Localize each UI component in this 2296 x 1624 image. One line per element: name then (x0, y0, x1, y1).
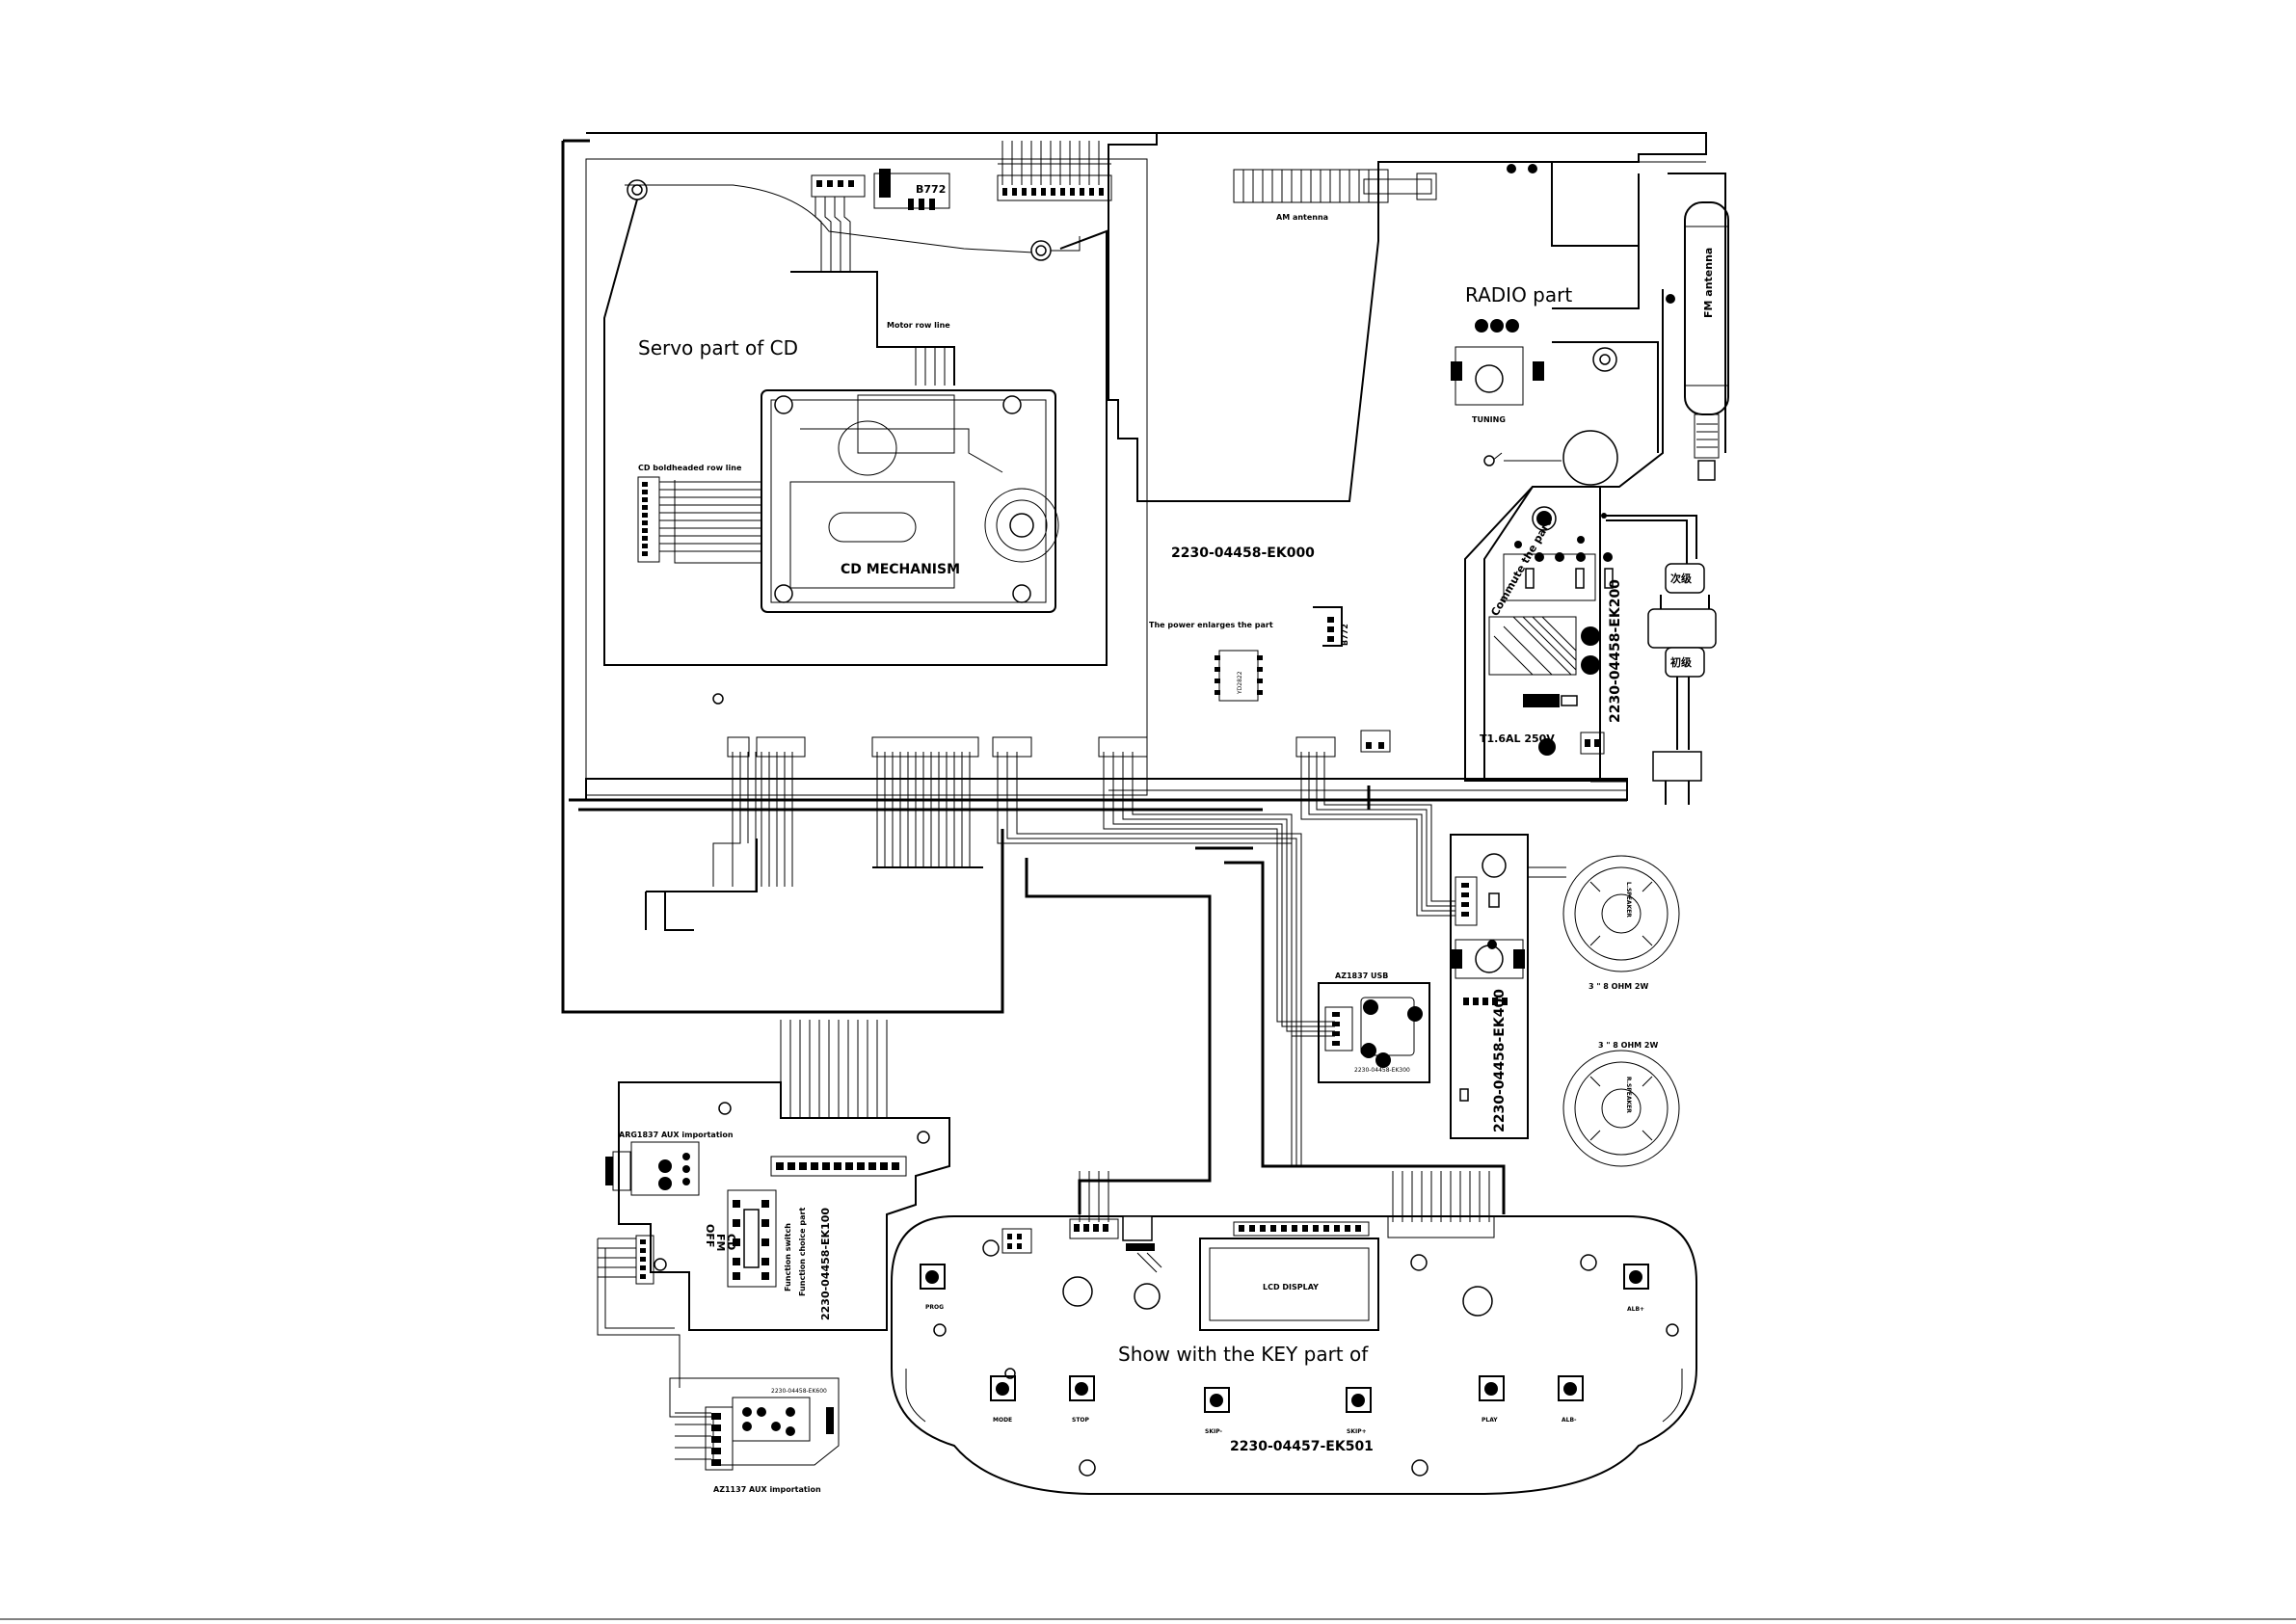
motor-row-line-label: Motor row line (887, 321, 950, 330)
b772-top-label: B772 (916, 183, 946, 196)
volume-board: 2230-04458-EK400 (1450, 834, 1529, 1139)
power-board-id: 2230-04458-EK200 (1608, 579, 1623, 723)
key-prog[interactable]: PROG (920, 1264, 946, 1311)
usb-board-label: AZ1837 USB (1335, 972, 1388, 980)
switch-off: OFF (704, 1224, 716, 1247)
radio-part-label: RADIO part (1465, 283, 1572, 306)
speaker-right: R.SPEAKER 3 " 8 OHM 2W (1562, 1041, 1680, 1167)
key-mode[interactable]: MODE (990, 1375, 1016, 1424)
svg-text:STOP: STOP (1072, 1417, 1090, 1424)
key-stop[interactable]: STOP (1069, 1375, 1095, 1424)
svg-text:PLAY: PLAY (1482, 1417, 1498, 1424)
key-board-id: 2230-04457-EK501 (1230, 1439, 1374, 1454)
tuning-label: TUNING (1472, 415, 1506, 424)
svg-text:2230-04458-EK600: 2230-04458-EK600 (771, 1388, 827, 1395)
power-part-label: The power enlarges the part (1149, 621, 1273, 629)
servo-section: B772 Motor row line Servo part of CD (603, 141, 1112, 666)
switch-cd: CD (725, 1234, 737, 1250)
fm-antenna: FM antenna (1684, 201, 1729, 481)
key-alb-plus[interactable]: ALB+ (1623, 1264, 1649, 1313)
switch-fm: FM (714, 1234, 727, 1251)
az-aux-label: AZ1137 AUX importation (713, 1485, 821, 1494)
wiring-harnesses (569, 752, 1627, 1214)
radio-part: RADIO part TUNING (1451, 283, 1675, 486)
svg-text:YD2822: YD2822 (1237, 671, 1243, 695)
commute-part-label: Commute the part (1488, 518, 1554, 619)
key-skip-minus[interactable]: SKIP- (1204, 1387, 1230, 1435)
function-board-id: 2230-04458-EK100 (819, 1208, 832, 1320)
am-antenna-label: AM antenna (1276, 213, 1328, 222)
svg-text:ALB-: ALB- (1562, 1417, 1577, 1424)
servo-part-label: Servo part of CD (638, 336, 798, 359)
speaker-right-label: 3 " 8 OHM 2W (1598, 1041, 1658, 1050)
usb-board: AZ1837 USB 2230-04458-EK300 (1318, 972, 1430, 1083)
main-board-id: 2230-04458-EK000 (1171, 546, 1315, 561)
power-board: T1.6AL 250V Commute the part 2230-04458-… (1464, 486, 1717, 805)
svg-text:B772: B772 (1341, 624, 1349, 646)
lcd-label: LCD DISPLAY (1263, 1283, 1319, 1291)
function-switch-label: Function switch (784, 1223, 792, 1291)
cd-row-pins (642, 482, 648, 556)
svg-text:SKIP+: SKIP+ (1347, 1428, 1367, 1435)
top-connector-pins (1002, 188, 1104, 196)
main-bottom-connectors (712, 693, 1391, 758)
svg-text:SKIP-: SKIP- (1205, 1428, 1222, 1435)
key-play[interactable]: PLAY (1479, 1375, 1505, 1424)
am-antenna: AM antenna (1233, 164, 1537, 222)
secondary-label: 次级 (1670, 572, 1693, 585)
cd-mechanism-label: CD MECHANISM (841, 562, 960, 577)
speaker-left-label: 3 " 8 OHM 2W (1589, 982, 1648, 991)
key-skip-plus[interactable]: SKIP+ (1346, 1387, 1372, 1435)
svg-text:PROG: PROG (925, 1304, 944, 1311)
svg-text:L.SPEAKER: L.SPEAKER (1625, 882, 1632, 918)
svg-text:MODE: MODE (993, 1417, 1012, 1424)
svg-text:ALB+: ALB+ (1627, 1306, 1644, 1313)
arg-aux-label: ARG1837 AUX importation (619, 1131, 734, 1139)
svg-text:R.SPEAKER: R.SPEAKER (1625, 1077, 1632, 1113)
cd-row-line-label: CD boldheaded row line (638, 464, 742, 472)
function-choice-label: Function choice part (798, 1208, 807, 1296)
fm-antenna-label: FM antenna (1702, 248, 1715, 318)
b772-mid: B772 (1313, 606, 1349, 647)
svg-text:2230-04458-EK300: 2230-04458-EK300 (1354, 1067, 1410, 1074)
speaker-left: L.SPEAKER 3 " 8 OHM 2W (1562, 855, 1680, 991)
vol-board-id: 2230-04458-EK400 (1492, 989, 1508, 1132)
ic-yd2822: YD2822 (1215, 650, 1263, 702)
cd-mechanism: CD MECHANISM (761, 389, 1059, 613)
key-board: LCD DISPLAY Show with the KEY part of 22… (891, 1171, 1697, 1495)
key-part-title: Show with the KEY part of (1118, 1343, 1369, 1366)
fuse-label: T1.6AL 250V (1480, 732, 1555, 745)
key-alb-minus[interactable]: ALB- (1558, 1375, 1584, 1424)
primary-label: 初级 (1670, 655, 1693, 669)
aux-board: 2230-04458-EK600 AZ1137 AUX importation (669, 1377, 840, 1494)
function-board: ARG1837 AUX importation OFF FM CD Functi… (597, 1020, 950, 1388)
